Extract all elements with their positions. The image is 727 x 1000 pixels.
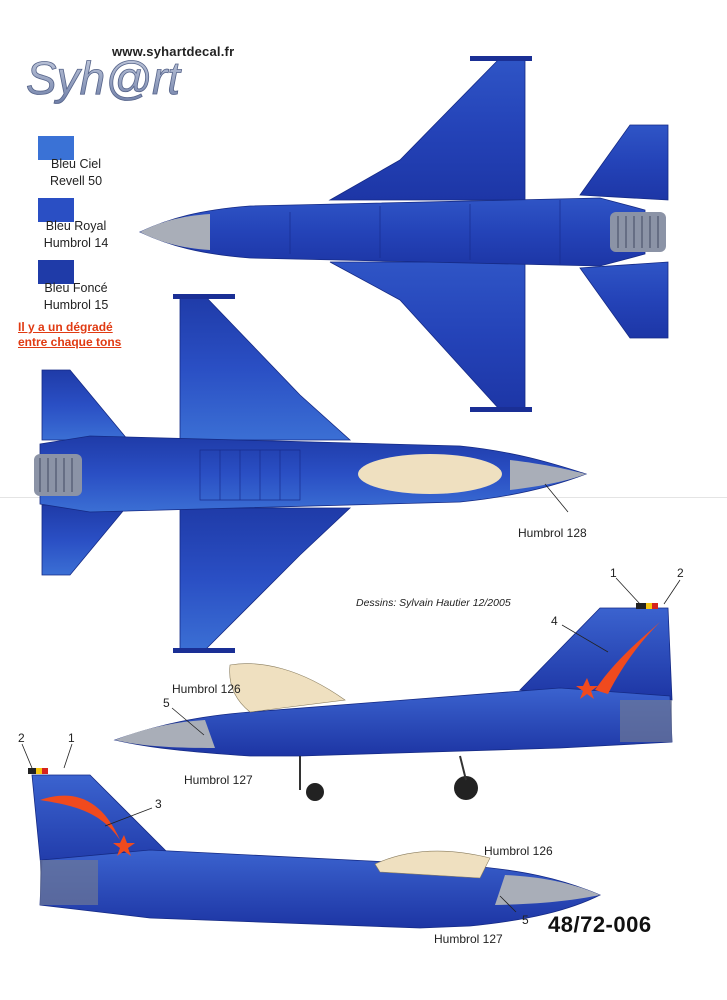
top-hstab-lower [579,261,669,339]
sheet-reference: 48/72-006 [548,912,652,937]
side1-star [576,678,598,699]
top-rail-upper [470,56,532,61]
top-panel-lines [289,200,561,264]
paint-label-bleu-ciel: Bleu Ciel Revell 50 [16,156,136,190]
decal-number-5-side2: 5 [522,913,529,927]
bottom-hstab-lower [41,504,129,576]
side1-front-wheel [306,783,324,801]
bottom-panel-lines [199,449,301,501]
top-view [139,56,669,412]
side-view-2 [21,743,601,929]
drawing-credit: Dessins: Sylvain Hautier 12/2005 [356,597,511,609]
bottom-view [34,294,588,653]
paint-label-bleu-fonce: Bleu Foncé Humbrol 15 [16,280,136,314]
paint-code: Humbrol 15 [43,298,109,312]
side1-comet-tail [595,622,660,694]
side1-nozzle [620,700,672,742]
side-view-1 [113,577,681,801]
logo-graphic: Syh@rt [26,52,183,105]
bottom-wing-lower [179,507,352,651]
logo-text: Syh@rt [26,52,182,104]
bottom-nozzle [34,454,82,496]
leader-humbrol-128 [544,483,569,513]
bottom-intake-panel [358,454,502,494]
side2-comet-tail [40,795,120,840]
decal-number-3: 3 [155,797,162,811]
paint-code: Humbrol 14 [43,236,109,250]
bottom-rail-lower [173,648,235,653]
decal-number-5-side1: 5 [163,696,170,710]
decal-number-1-side2: 1 [68,731,75,745]
top-fuselage [139,197,646,267]
paint-name: Bleu Ciel [50,157,102,171]
paint-label-bleu-royal: Bleu Royal Humbrol 14 [16,218,136,252]
top-rail-lower [470,407,532,412]
note-line-2: entre chaque tons [18,335,122,349]
note-line-1: Il y a un dégradé [18,320,113,334]
side1-radome [115,720,215,748]
paint-swatch-bleu-ciel [38,136,74,160]
callout-humbrol-128: Humbrol 128 [518,526,587,540]
paint-swatch-bleu-fonce [38,260,74,284]
paint-swatch-bleu-royal [38,198,74,222]
side1-canopy [229,663,346,713]
top-nozzle [610,212,666,252]
bottom-rail-upper [173,294,235,299]
top-wing-upper [328,57,526,201]
callout-humbrol-126-side2: Humbrol 126 [484,844,553,858]
decal-number-4: 4 [551,614,558,628]
side2-nozzle [40,860,98,905]
paint-code: Revell 50 [49,174,103,188]
side2-star [113,835,135,856]
top-wing-lower [329,261,526,411]
website-url[interactable]: www.syhartdecal.fr [112,44,235,59]
decal-number-2-side2: 2 [18,731,25,745]
side2-canopy [374,850,491,879]
syhart-logo: Syh@rt [10,40,210,120]
bottom-nozzle-petals [39,458,73,492]
paint-name: Bleu Royal [45,219,107,233]
bottom-hstab-upper [41,369,129,441]
callout-humbrol-127-side1: Humbrol 127 [184,773,253,787]
paint-name: Bleu Foncé [44,281,108,295]
top-radome [140,214,210,250]
gradient-note: Il y a un dégradé entre chaque tons [18,320,121,350]
bottom-radome [510,460,586,490]
top-hstab-upper [579,124,669,201]
side2-radome [495,875,600,905]
bottom-wing-upper [179,295,352,441]
callout-humbrol-127-side2: Humbrol 127 [434,932,503,946]
top-nozzle-petals [617,216,659,248]
callout-humbrol-126-side1: Humbrol 126 [172,682,241,696]
decal-number-2: 2 [677,566,684,580]
side1-main-wheel [454,776,478,800]
decal-number-1: 1 [610,566,617,580]
bottom-fuselage [39,435,588,513]
